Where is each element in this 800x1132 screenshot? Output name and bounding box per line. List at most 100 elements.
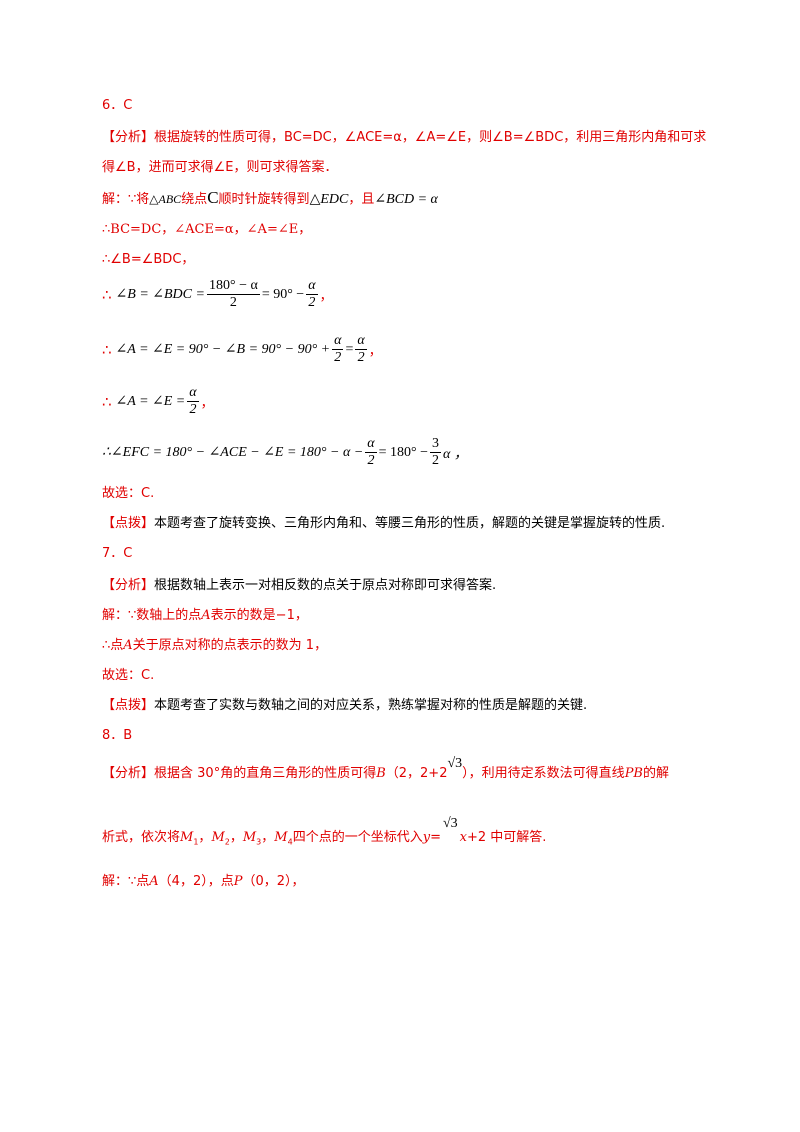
analysis-tag: 【分析】 xyxy=(102,578,155,593)
eq2-lhs: ∠A = ∠E = 90° − ∠B = 90° − 90° + xyxy=(115,342,331,357)
m4: M xyxy=(274,830,288,845)
q7-analysis: 【分析】根据数轴上表示一对相反数的点关于原点对称即可求得答案. xyxy=(102,576,496,596)
var-y: y xyxy=(422,830,431,845)
eq4-denominator2: 2 xyxy=(432,453,440,468)
eq4-lhs: ∴∠EFC = 180° − ∠ACE − ∠E = 180° − α − xyxy=(102,445,364,460)
l2-b: 四个点的一个坐标代入 xyxy=(292,830,423,845)
comma: ， xyxy=(198,830,212,845)
point-a: A xyxy=(149,874,159,889)
analysis-a3: ），利用待定系数法可得直线 xyxy=(462,766,625,781)
q8-solution: 解：∵点A（4，2），点P（0，2）， xyxy=(102,872,305,892)
m3: M xyxy=(242,830,257,845)
l2-a: 析式，依次将 xyxy=(102,830,181,845)
sol-c: （0，2）， xyxy=(242,874,305,889)
eq4-numerator: α xyxy=(365,436,377,453)
analysis-a4: 的解 xyxy=(643,766,670,781)
q6-number: 6．C xyxy=(102,98,133,113)
eq2-denominator2: 2 xyxy=(357,350,365,365)
eq3-numerator: α xyxy=(187,385,199,402)
point-c: C xyxy=(207,188,219,207)
point-a: A xyxy=(201,608,211,623)
sol1-a: 解：∵数轴上的点 xyxy=(102,608,202,623)
point-text: 本题考查了实数与数轴之间的对应关系，熟练掌握对称的性质是解题的关键. xyxy=(154,698,588,713)
eq1-numerator2: α xyxy=(306,278,318,295)
eq1-numerator: 180° − α xyxy=(206,278,260,295)
sol-b: （4，2），点 xyxy=(158,874,234,889)
point-b: B xyxy=(376,766,386,781)
m4-sub: 4 xyxy=(287,837,293,847)
q7-choice: 故选：C. xyxy=(102,668,155,683)
triangle-edc: △EDC xyxy=(309,192,349,207)
therefore-symbol: ∴ xyxy=(102,285,112,304)
analysis-a2: （2，2+2 xyxy=(385,766,448,781)
eq4-denominator: 2 xyxy=(367,453,375,468)
eq2-mid: = xyxy=(345,341,354,357)
point-p: P xyxy=(233,874,243,889)
m2: M xyxy=(211,830,225,845)
eq1-denominator: 2 xyxy=(229,295,237,310)
sol2-c: 关于原点对称的点表示的数为 1， xyxy=(132,638,328,653)
l2-c: +2 中可解答. xyxy=(467,830,547,845)
analysis-text: 根据旋转的性质可得，BC=DC，∠ACE=α，∠A=∠E，则∠B=∠BDC，利用… xyxy=(154,130,707,145)
eq2-numerator2: α xyxy=(355,333,367,350)
solution-mid3: ，且 xyxy=(348,192,375,207)
eq1-lhs: ∠B = ∠BDC = xyxy=(115,287,205,302)
q6-analysis-line2: 得∠B，进而可求得∠E，则可求得答案． xyxy=(102,160,338,175)
therefore-symbol: ∴ xyxy=(102,340,112,359)
solution-mid2: 顺时针旋转得到 xyxy=(218,192,310,207)
analysis-tag: 【分析】 xyxy=(102,766,155,781)
q6-point: 【点拨】本题考查了旋转变换、三角形内角和、等腰三角形的性质，解题的关键是掌握旋转… xyxy=(102,514,665,534)
angle-bcd: ∠BCD = α xyxy=(374,192,438,207)
q6-solution-line3: ∴∠B=∠BDC， xyxy=(102,252,195,267)
q6-solution-line2: ∴BC=DC，∠ACE=α，∠A=∠E， xyxy=(102,222,312,237)
analysis-a1: 根据含 30°角的直角三角形的性质可得 xyxy=(154,766,377,781)
analysis-text: 根据数轴上表示一对相反数的点关于原点对称即可求得答案. xyxy=(154,578,497,593)
point-text: 本题考查了旋转变换、三角形内角和、等腰三角形的性质，解题的关键是掌握旋转的性质. xyxy=(154,516,666,531)
q6-analysis-line1: 【分析】根据旋转的性质可得，BC=DC，∠ACE=α，∠A=∠E，则∠B=∠BD… xyxy=(102,128,706,148)
sol-a: 解：∵点 xyxy=(102,874,150,889)
q6-choice: 故选：C. xyxy=(102,486,155,501)
point-tag: 【点拨】 xyxy=(102,698,155,713)
eq1-denominator2: 2 xyxy=(308,295,316,310)
eq1-mid: = 90° − xyxy=(261,286,305,302)
eq3-denominator: 2 xyxy=(189,402,197,417)
sol1-c: 表示的数是−1， xyxy=(210,608,308,623)
comma: ， xyxy=(229,830,243,845)
sqrt3: √3 xyxy=(442,816,458,831)
eq4-mid: = 180° − xyxy=(378,444,429,460)
q8-analysis-line2: 析式，依次将M1，M2，M3，M4四个点的一个坐标代入y=√3x+2 中可解答. xyxy=(102,816,547,853)
triangle-abc: △ABC xyxy=(149,192,182,206)
analysis-tag: 【分析】 xyxy=(102,130,155,145)
point-a: A xyxy=(123,638,133,653)
solution-mid1: 绕点 xyxy=(181,192,208,207)
q7-solution-line1: 解：∵数轴上的点A表示的数是−1， xyxy=(102,606,308,626)
eq3-end: ， xyxy=(200,396,214,411)
var-x: x xyxy=(459,830,467,845)
q6-solution-line1: 解：∵将△ABC绕点C顺时针旋转得到△EDC，且∠BCD = α xyxy=(102,188,438,210)
solution-prefix: 解：∵将 xyxy=(102,192,150,207)
eq1-end: ， xyxy=(319,289,333,304)
sol2-a: ∴点 xyxy=(102,638,124,653)
therefore-symbol: ∴ xyxy=(102,392,112,411)
q8-analysis-line1: 【分析】根据含 30°角的直角三角形的性质可得B（2，2+2√3），利用待定系数… xyxy=(102,756,670,784)
q7-solution-line2: ∴点A关于原点对称的点表示的数为 1， xyxy=(102,636,327,656)
equals: = xyxy=(430,830,441,845)
eq4-end: α ， xyxy=(443,446,468,462)
point-tag: 【点拨】 xyxy=(102,516,155,531)
m1: M xyxy=(180,830,194,845)
m3-sub: 3 xyxy=(256,837,262,847)
eq2-numerator: α xyxy=(332,333,344,350)
eq4-numerator2: 3 xyxy=(430,436,442,453)
sqrt3: √3 xyxy=(447,756,463,771)
m1-sub: 1 xyxy=(193,837,199,847)
comma: ， xyxy=(261,830,275,845)
line-pb: PB xyxy=(624,766,643,781)
